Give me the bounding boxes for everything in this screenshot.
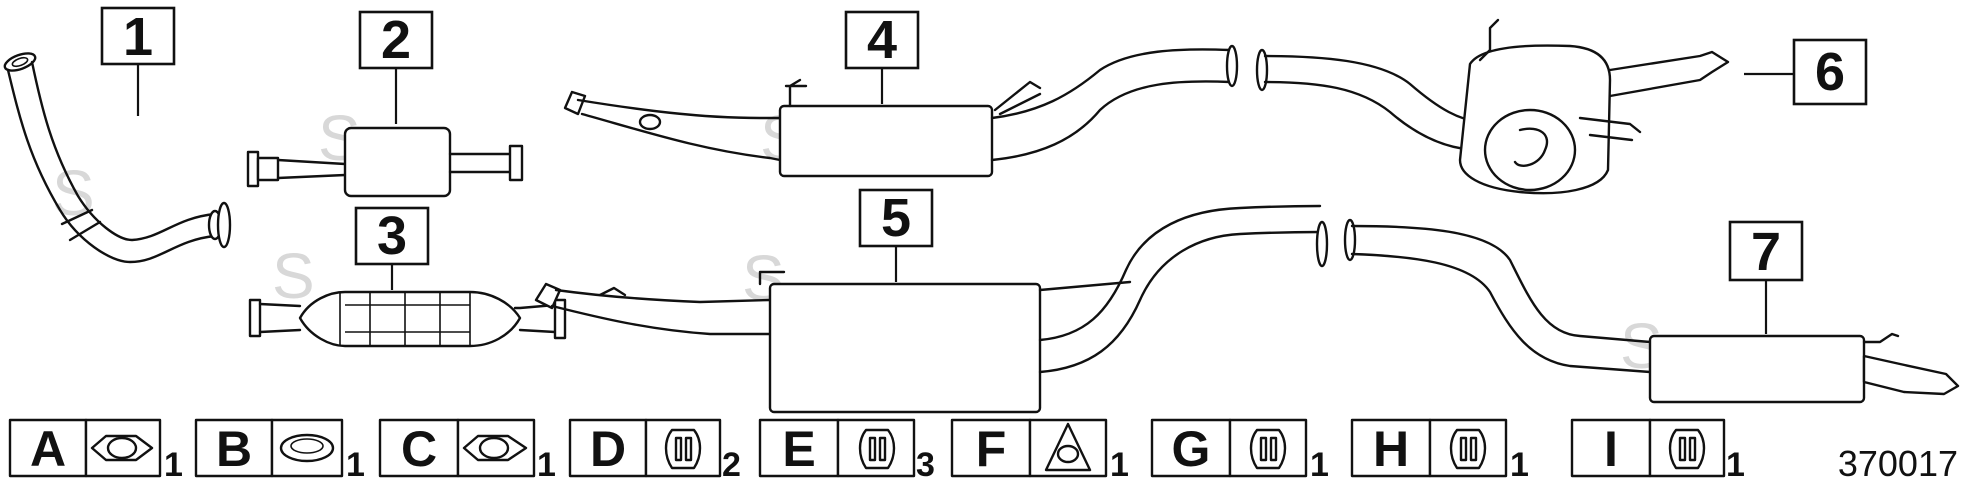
legend-g-letter: G	[1172, 421, 1211, 477]
part-6-rear-muffler	[1255, 18, 1730, 195]
part-4-center-muffler	[563, 44, 1239, 178]
legend-d-quantity: 2	[722, 446, 741, 484]
parts-legend: A 1 B 1 C 1	[8, 418, 1745, 484]
ring-seal-icon	[279, 433, 335, 463]
watermark-3: S	[272, 240, 315, 312]
gasket-icon	[462, 434, 528, 462]
callout-4-number: 4	[867, 10, 897, 70]
legend-i-letter: I	[1604, 421, 1618, 477]
document-number: 370017	[1838, 443, 1958, 484]
triangular-gasket-icon	[1044, 422, 1092, 472]
legend-item-h: H 1	[1350, 418, 1529, 484]
legend-item-d: D 2	[568, 418, 741, 484]
legend-i-quantity: 1	[1726, 446, 1745, 484]
legend-item-c: C 1	[378, 418, 556, 484]
legend-d-letter: D	[590, 421, 626, 477]
callout-6-number: 6	[1815, 42, 1845, 102]
legend-e-quantity: 3	[916, 446, 935, 484]
legend-item-b: B 1	[194, 418, 365, 484]
callout-2-number: 2	[381, 10, 411, 70]
legend-item-e: E 3	[758, 418, 935, 484]
callout-3: 3	[354, 206, 430, 290]
callout-5-number: 5	[881, 188, 911, 248]
callout-1-number: 1	[123, 7, 153, 67]
legend-item-a: A 1	[8, 418, 183, 484]
legend-f-quantity: 1	[1110, 446, 1129, 484]
legend-item-g: G 1	[1150, 418, 1329, 484]
legend-a-quantity: 1	[164, 446, 183, 484]
callout-3-number: 3	[377, 206, 407, 266]
legend-g-quantity: 1	[1310, 446, 1329, 484]
gasket-icon	[90, 434, 154, 462]
legend-h-letter: H	[1373, 421, 1409, 477]
legend-a-letter: A	[30, 421, 66, 477]
callout-4: 4	[844, 10, 920, 104]
callouts: 1 2 3 4 5 6 7	[100, 6, 1868, 334]
rubber-hanger-icon	[1449, 428, 1487, 470]
part-7-rear-silencer	[1343, 218, 1960, 404]
legend-b-letter: B	[216, 421, 252, 477]
rubber-hanger-icon	[858, 428, 896, 470]
legend-item-i: I 1	[1570, 418, 1745, 484]
part-2-resonator	[246, 126, 524, 198]
legend-c-quantity: 1	[537, 446, 556, 484]
rubber-hanger-icon	[664, 428, 702, 470]
part-1-front-pipe	[3, 52, 232, 264]
callout-7-number: 7	[1751, 222, 1781, 282]
callout-1: 1	[100, 6, 176, 116]
callout-2: 2	[358, 10, 434, 124]
legend-f-letter: F	[976, 421, 1007, 477]
callout-5: 5	[858, 188, 934, 282]
part-5-main-muffler	[534, 204, 1329, 414]
rubber-hanger-icon	[1249, 428, 1287, 470]
legend-h-quantity: 1	[1510, 446, 1529, 484]
legend-item-f: F 1	[950, 418, 1129, 484]
callout-7: 7	[1728, 220, 1804, 334]
rubber-hanger-icon	[1668, 428, 1706, 470]
legend-b-quantity: 1	[346, 446, 365, 484]
watermark-1: S	[52, 157, 95, 229]
legend-c-letter: C	[401, 421, 437, 477]
callout-6: 6	[1744, 38, 1868, 106]
legend-e-letter: E	[782, 421, 815, 477]
part-3-catalytic-converter	[248, 290, 567, 348]
